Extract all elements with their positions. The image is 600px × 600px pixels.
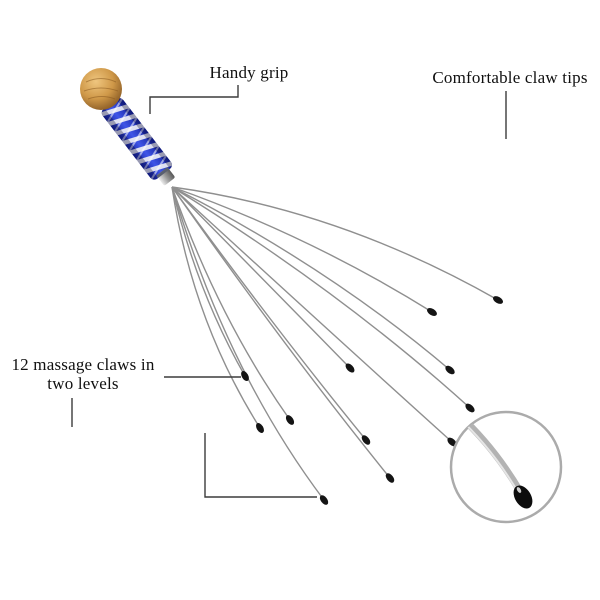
label-massage-claws-line2: two levels: [47, 374, 119, 393]
claw-wires: [171, 186, 499, 501]
label-comfortable-claw-tips: Comfortable claw tips: [432, 68, 588, 87]
magnifier-inset: [449, 410, 563, 524]
claw-tips: [241, 296, 504, 505]
handle: [99, 96, 175, 186]
label-handy-grip: Handy grip: [209, 63, 289, 82]
grip-ball: [80, 68, 122, 110]
lower-level-leader: [204, 433, 317, 498]
label-massage-claws-line1: 12 massage claws in: [11, 355, 155, 374]
ferrule: [156, 167, 175, 186]
handy-grip-leader: [149, 85, 239, 114]
label-massage-claws: 12 massage claws in two levels: [2, 355, 164, 393]
leader-lines: [71, 85, 507, 498]
